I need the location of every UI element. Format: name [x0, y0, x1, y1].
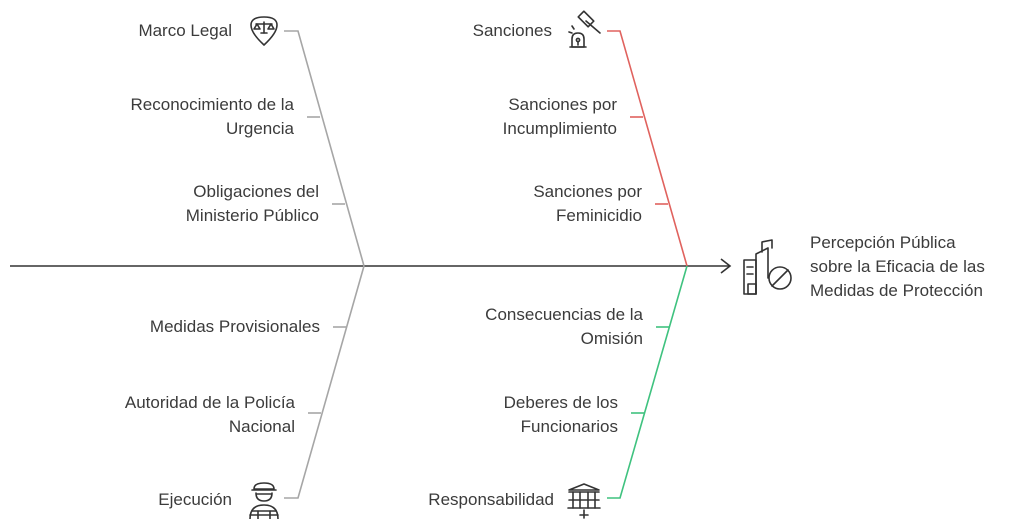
branch-line	[284, 30, 365, 267]
cause-label-consecuencias: Consecuencias de la Omisión	[485, 305, 643, 348]
branch-line	[284, 265, 365, 499]
branch-responsabilidad	[607, 265, 688, 499]
branch-head-ejecucion: Ejecución	[158, 490, 232, 509]
government-building-icon	[567, 483, 601, 519]
branch-line	[607, 30, 688, 267]
branch-head-responsabilidad: Responsabilidad	[428, 490, 554, 509]
gavel-icon	[568, 10, 601, 48]
branch-sanciones	[607, 30, 688, 267]
cause-label-deberes: Deberes de los Funcionarios	[503, 393, 618, 436]
cause-label-medidas-provisionales: Medidas Provisionales	[149, 317, 320, 336]
cause-label-obligaciones: Obligaciones del Ministerio Público	[185, 182, 319, 225]
spine-arrowhead	[720, 258, 732, 274]
branch-line	[607, 265, 688, 499]
effect-label: Percepción Pública sobre la Eficacia de …	[810, 233, 985, 300]
cause-label-feminicidio: Sanciones por Feminicidio	[533, 182, 642, 225]
branch-head-sanciones: Sanciones	[472, 21, 552, 40]
cause-label-autoridad-policia: Autoridad de la Policía Nacional	[124, 393, 295, 436]
branch-head-marco-legal: Marco Legal	[138, 21, 232, 40]
police-officer-icon	[249, 482, 279, 519]
public-perception-icon	[743, 239, 792, 295]
branch-ejecucion	[284, 265, 365, 499]
justice-scale-icon	[250, 16, 278, 46]
cause-label-reconocimiento: Reconocimiento de la Urgencia	[130, 95, 294, 138]
branch-marco-legal	[284, 30, 365, 267]
cause-label-incumplimiento: Sanciones por Incumplimiento	[502, 95, 617, 138]
